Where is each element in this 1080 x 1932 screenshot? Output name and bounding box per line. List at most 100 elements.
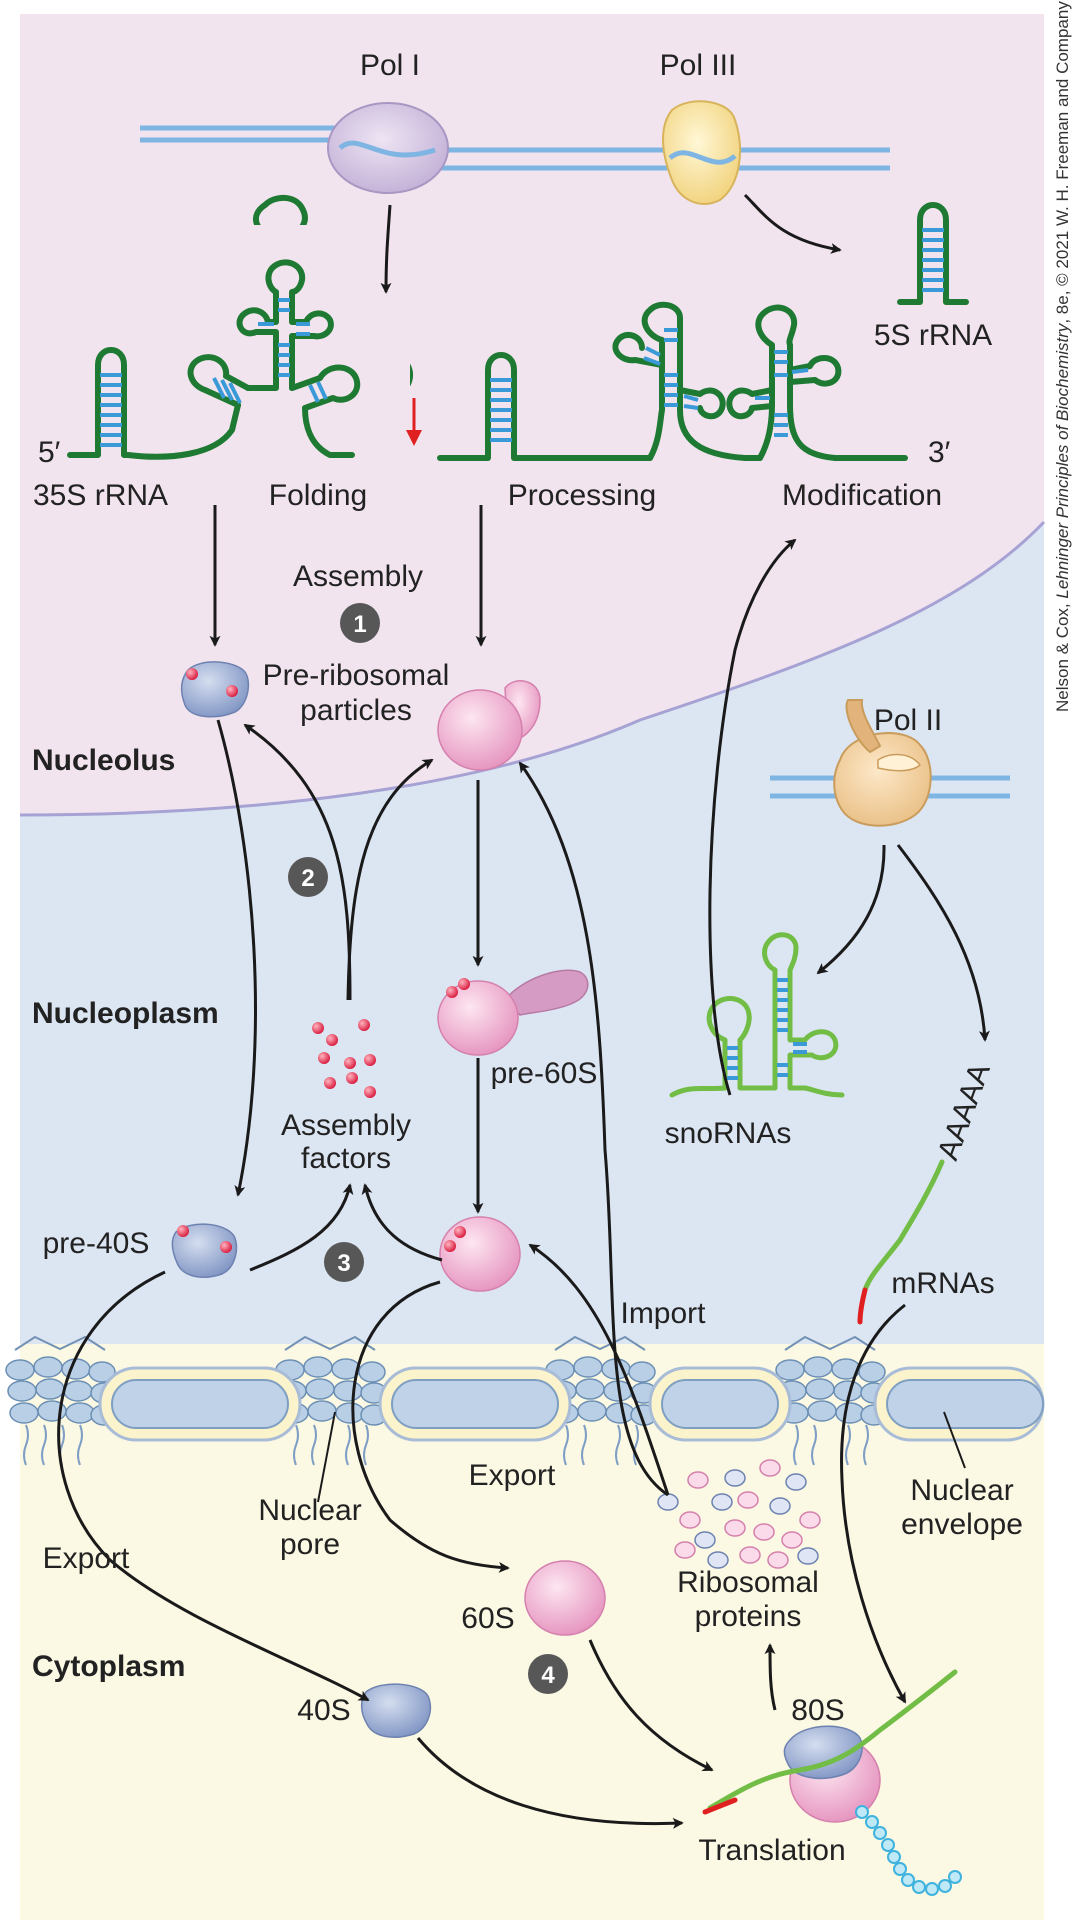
pol-i-label: Pol I (360, 49, 420, 82)
five-prime-label: 5′ (38, 436, 61, 469)
rrna-5s (897, 202, 969, 305)
modification-label: Modification (782, 479, 942, 512)
pol-ii-enzyme (833, 732, 932, 827)
arrow-snorna-to-modification (708, 538, 797, 1096)
arrow-pol1-to-rrna (380, 204, 392, 294)
pre-40s-label: pre-40S (43, 1227, 150, 1260)
arrow-mrna-to-80s (840, 1303, 907, 1704)
step-1-number: 1 (353, 611, 366, 638)
step-4: 4 (528, 1654, 568, 1694)
nuclear-pore-label-line2: pore (280, 1528, 340, 1561)
assembly-label: Assembly (293, 560, 423, 593)
nucleolus-region (20, 14, 1044, 815)
subunit-40s-label: 40S (297, 1694, 350, 1727)
subunit-60s-label: 60S (461, 1602, 514, 1635)
credit-suffix: , 8e, © 2021 W. H. Freeman and Company (1053, 1, 1072, 324)
translation-label: Translation (698, 1834, 845, 1867)
nuclear-envelope-pointer (943, 1411, 966, 1469)
nuclear-membrane (98, 1366, 1045, 1442)
pre-ribosomal-60s-particle (437, 680, 541, 771)
cleavage-arrow (406, 398, 422, 446)
nuclear-envelope-label-line2: envelope (901, 1508, 1023, 1541)
preribosomal-label-line1: Pre-ribosomal (263, 659, 450, 692)
import-label: Import (620, 1297, 706, 1330)
assembly-factors-label-line1: Assembly (281, 1109, 411, 1142)
ribosome-80s-label: 80S (791, 1694, 844, 1727)
ribosomal-proteins-label-line1: Ribosomal (677, 1566, 819, 1599)
arrow-80s-to-proteins (764, 1643, 777, 1711)
folding-label: Folding (269, 479, 367, 512)
arrow-40s-export (57, 1270, 370, 1702)
credit-prefix: Nelson & Cox, (1053, 599, 1072, 712)
rrna-processing (437, 301, 908, 461)
rrna-5s-label: 5S rRNA (874, 319, 992, 352)
arrow-pol2-to-snorna (816, 844, 886, 975)
step-1: 1 (340, 603, 380, 643)
arrow-40s-to-translation (416, 1737, 684, 1829)
step-4-number: 4 (541, 1662, 555, 1689)
arrow-proteins-import-nucleolus (518, 761, 669, 1497)
arrow-pre40s-to-factors (249, 1183, 354, 1272)
nucleolus-label: Nucleolus (32, 744, 175, 777)
pol-iii-bubble (668, 150, 737, 165)
arrow-proteins-import-nucleoplasm (528, 1243, 670, 1496)
rrna-35s-folding-stems (100, 298, 328, 447)
assembly-factors-label-line2: factors (301, 1142, 391, 1175)
pol-i-bubble (338, 140, 436, 158)
arrow-particle-to-pre40s (216, 719, 257, 1197)
subunit-40s (360, 1683, 432, 1738)
nuclear-envelope-label-line1: Nuclear (910, 1474, 1013, 1507)
nuclear-pore-label-line1: Nuclear (258, 1494, 361, 1527)
assembly-factor-dots (312, 1019, 376, 1098)
step-3: 3 (324, 1242, 364, 1282)
pre-60s-export-particle (439, 1216, 521, 1292)
rrna-35s-label: 35S rRNA (33, 479, 168, 512)
pore-filaments (23, 1424, 869, 1466)
pol-ii-label: Pol II (874, 704, 942, 737)
rrna-processing-stems (490, 328, 809, 442)
nuclear-pore-pointer (317, 1411, 336, 1503)
snorna-stems (727, 978, 807, 1080)
pre-40s-particle (171, 1223, 238, 1278)
pol-ii-complex (770, 699, 1010, 827)
pre-ribosomal-40s-particle (180, 661, 250, 718)
subunit-60s (524, 1560, 606, 1636)
credit-book: Lehninger Principles of Biochemistry (1053, 322, 1072, 598)
export-label-left: Export (43, 1542, 130, 1575)
nucleoplasm-label: Nucleoplasm (32, 997, 219, 1030)
pre-60s-label: pre-60S (491, 1057, 598, 1090)
snornas-label: snoRNAs (665, 1117, 792, 1150)
arrow-60s-export (351, 1280, 510, 1573)
ribosomal-proteins (657, 1459, 821, 1569)
arrow-factors-to-60s-particle (346, 758, 434, 1001)
cytoplasm-label: Cytoplasm (32, 1650, 185, 1683)
rrna-35s-folding (67, 259, 361, 460)
step-2-number: 2 (301, 865, 314, 892)
three-prime-label: 3′ (928, 436, 951, 469)
credit-line: Nelson & Cox, Lehninger Principles of Bi… (1053, 1, 1072, 712)
arrow-pre60s-to-factors (361, 1183, 443, 1262)
step-2: 2 (288, 857, 328, 897)
ribosome-80s (702, 1669, 962, 1896)
mrna (857, 1159, 945, 1325)
snornas (669, 932, 845, 1098)
step-3-number: 3 (337, 1250, 350, 1277)
pol-iii-enzyme (662, 100, 741, 205)
arrow-60s-to-translation (588, 1639, 714, 1772)
export-label-middle: Export (469, 1459, 556, 1492)
arrow-pol3-to-5s (743, 193, 842, 254)
ribosomal-proteins-label-line2: proteins (695, 1600, 802, 1633)
nucleolus-boundary (19, 520, 1046, 817)
pol-iii-label: Pol III (660, 49, 737, 82)
pre-60s-particle (437, 969, 589, 1056)
nuclear-envelope (5, 1335, 1045, 1466)
pol-ii-ctd (845, 699, 882, 754)
processing-label: Processing (508, 479, 656, 512)
preribosomal-label-line2: particles (300, 694, 412, 727)
pol-i-enzyme (327, 102, 449, 194)
mrnas-label: mRNAs (891, 1267, 994, 1300)
arrow-pol2-to-mrna (896, 844, 990, 1042)
pathway-arrows (57, 193, 990, 1829)
